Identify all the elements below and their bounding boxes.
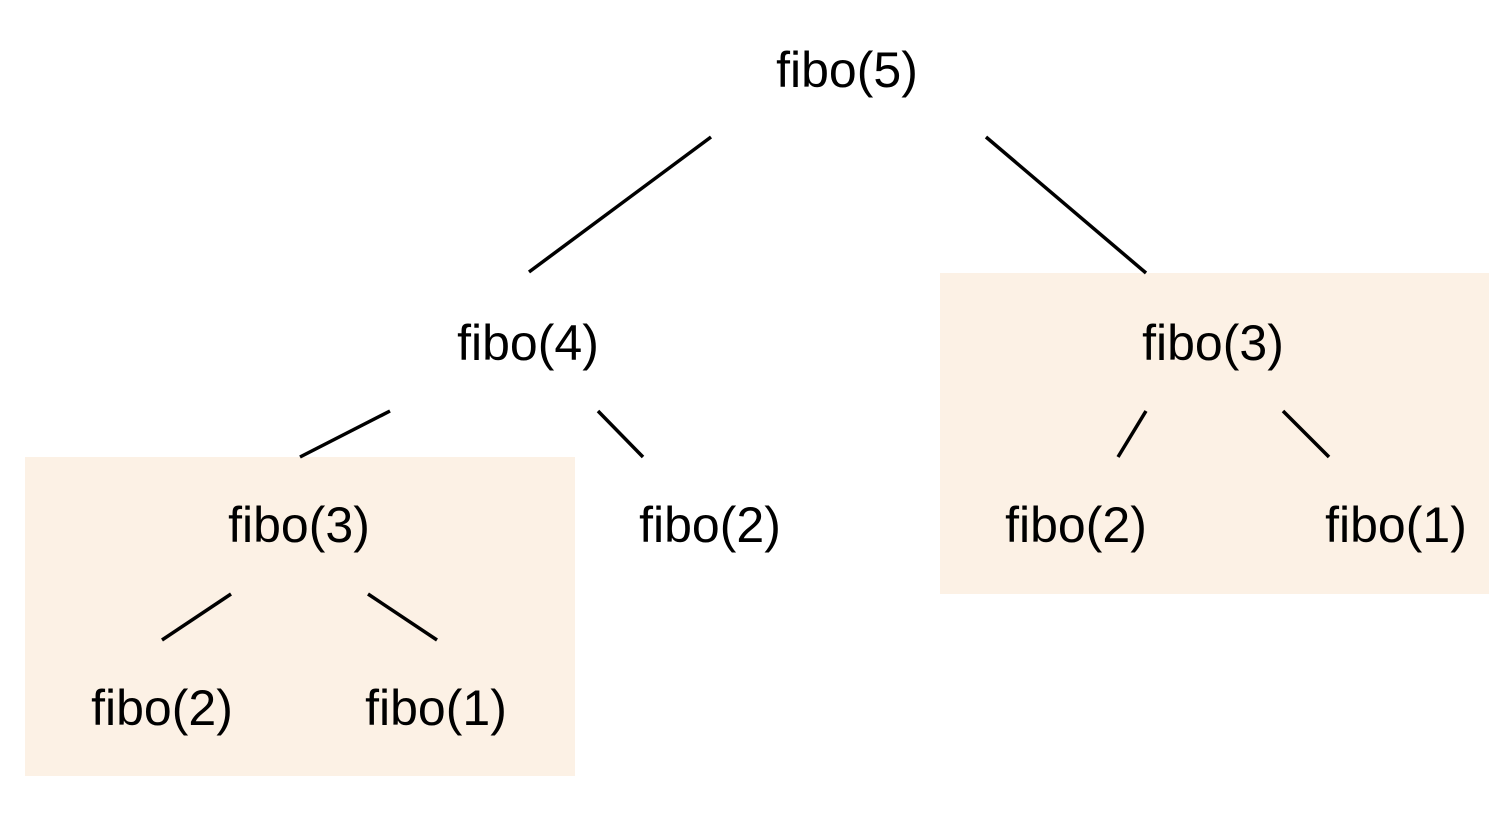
node-fibo-2-left-subtree: fibo(2)	[91, 680, 233, 736]
edge-root-to-right-child	[984, 135, 1148, 275]
node-fibo-1-right-subtree: fibo(1)	[1325, 497, 1467, 553]
edge-right-child-to-right-left	[1116, 410, 1148, 458]
node-fibo-4: fibo(4)	[457, 315, 599, 371]
edge-root-to-left-child	[527, 135, 713, 274]
edge-right-child-to-right-right	[1281, 409, 1331, 459]
node-fibo-5-root: fibo(5)	[776, 42, 918, 98]
duplicate-subtree-highlight-left	[25, 457, 575, 776]
node-fibo-3-left: fibo(3)	[228, 497, 370, 553]
node-fibo-2-right-subtree: fibo(2)	[1005, 497, 1147, 553]
edge-left-child-to-left-right	[596, 409, 645, 459]
edge-left-left-to-left-left-right	[367, 592, 438, 642]
edge-left-left-to-left-left-left	[161, 592, 232, 642]
node-fibo-1-left-subtree: fibo(1)	[365, 680, 507, 736]
edge-left-child-to-left-left	[299, 409, 391, 459]
node-fibo-3-right: fibo(3)	[1142, 315, 1284, 371]
node-fibo-2-middle: fibo(2)	[639, 497, 781, 553]
duplicate-subtree-highlight-right	[940, 273, 1489, 594]
